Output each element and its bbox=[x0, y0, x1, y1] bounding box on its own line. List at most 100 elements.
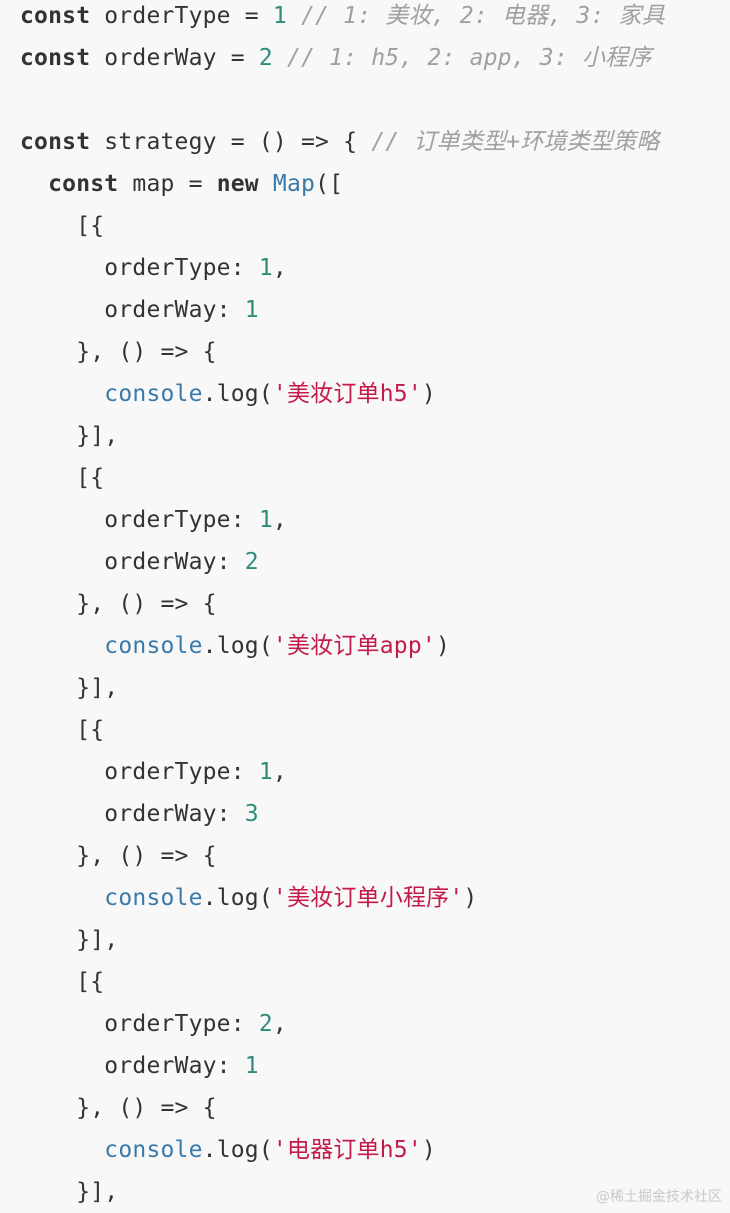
code-token-space bbox=[20, 213, 76, 239]
code-token-space bbox=[20, 1095, 76, 1121]
code-token-ident bbox=[287, 3, 301, 29]
code-token-builtin: console bbox=[104, 1137, 203, 1163]
code-line: }, () => { bbox=[20, 331, 217, 373]
code-token-space bbox=[20, 885, 104, 911]
code-token-ident: ) bbox=[421, 1137, 436, 1163]
code-token-ident: orderWay: bbox=[104, 1053, 245, 1079]
code-token-number: 2 bbox=[244, 549, 259, 575]
code-token-number: 2 bbox=[258, 45, 273, 71]
code-token-space bbox=[20, 843, 76, 869]
code-line: const strategy = () => { // 订单类型+环境类型策略 bbox=[20, 121, 659, 163]
code-token-ident bbox=[273, 45, 287, 71]
code-token-ident: .log( bbox=[202, 381, 273, 407]
code-token-space bbox=[20, 801, 104, 827]
code-token-space bbox=[20, 381, 104, 407]
code-token-ident: orderType: bbox=[104, 255, 259, 281]
code-token-comment: // 订单类型+环境类型策略 bbox=[371, 129, 660, 155]
code-token-space bbox=[20, 339, 76, 365]
code-token-builtin: console bbox=[104, 381, 203, 407]
code-token-space bbox=[20, 1053, 104, 1079]
code-line: [{ bbox=[20, 709, 104, 751]
code-line: }], bbox=[20, 415, 118, 457]
code-token-builtin: console bbox=[104, 633, 203, 659]
code-line: orderType: 1, bbox=[20, 247, 287, 289]
code-token-ident: .log( bbox=[202, 1137, 273, 1163]
code-token-space bbox=[20, 423, 76, 449]
code-line: orderWay: 2 bbox=[20, 541, 259, 583]
code-token-ident: strategy = () => { bbox=[90, 129, 372, 155]
code-token-ident: map = bbox=[118, 171, 217, 197]
code-token-string: '美妆订单小程序' bbox=[272, 885, 464, 911]
code-token-string: '电器订单h5' bbox=[272, 1137, 422, 1163]
code-token-ident: orderWay: bbox=[104, 549, 245, 575]
code-line: }, () => { bbox=[20, 835, 217, 877]
code-token-space bbox=[20, 297, 104, 323]
code-token-comment: // 1: h5, 2: app, 3: 小程序 bbox=[286, 45, 652, 71]
code-token-number: 1 bbox=[244, 1053, 259, 1079]
code-line: orderWay: 1 bbox=[20, 289, 259, 331]
code-token-space bbox=[20, 969, 76, 995]
code-token-space bbox=[20, 717, 76, 743]
code-token-keyword: const bbox=[20, 45, 91, 71]
code-token-ident bbox=[259, 171, 273, 197]
code-line: orderType: 1, bbox=[20, 751, 287, 793]
code-line: orderWay: 1 bbox=[20, 1045, 259, 1087]
code-token-ident: ) bbox=[435, 633, 450, 659]
code-line: }], bbox=[20, 919, 118, 961]
code-token-space bbox=[20, 633, 104, 659]
code-line: console.log('电器订单h5') bbox=[20, 1129, 436, 1171]
code-line: }], bbox=[20, 667, 118, 709]
code-token-space bbox=[20, 171, 48, 197]
code-token-comment: // 1: 美妆, 2: 电器, 3: 家具 bbox=[301, 3, 665, 29]
code-token-ident: [{ bbox=[76, 213, 105, 239]
code-token-ident: }], bbox=[76, 675, 119, 701]
code-line: orderType: 1, bbox=[20, 499, 287, 541]
code-token-number: 1 bbox=[258, 759, 273, 785]
code-token-ident: orderWay: bbox=[104, 801, 245, 827]
code-token-space bbox=[20, 591, 76, 617]
code-line: [{ bbox=[20, 961, 104, 1003]
code-token-space bbox=[20, 759, 104, 785]
code-token-space bbox=[20, 1137, 104, 1163]
code-token-ident: orderType: bbox=[104, 507, 259, 533]
code-token-space bbox=[20, 507, 104, 533]
code-token-ident: [{ bbox=[76, 465, 105, 491]
code-token-number: 1 bbox=[258, 507, 273, 533]
code-line: [{ bbox=[20, 457, 104, 499]
code-token-ident: , bbox=[272, 759, 287, 785]
code-token-string: '美妆订单app' bbox=[272, 633, 436, 659]
code-token-ident: , bbox=[272, 1011, 287, 1037]
code-line: console.log('美妆订单h5') bbox=[20, 373, 436, 415]
code-token-space bbox=[20, 927, 76, 953]
code-token-ident: }], bbox=[76, 927, 119, 953]
code-token-space bbox=[20, 465, 76, 491]
code-token-builtin: Map bbox=[272, 171, 316, 197]
code-token-ident: }, () => { bbox=[76, 591, 217, 617]
code-token-space bbox=[20, 549, 104, 575]
code-token-keyword: const bbox=[20, 3, 91, 29]
code-line: }], bbox=[20, 1171, 118, 1213]
code-token-number: 2 bbox=[258, 1011, 273, 1037]
code-line: console.log('美妆订单小程序') bbox=[20, 877, 477, 919]
code-token-ident: ) bbox=[463, 885, 478, 911]
code-line: orderType: 2, bbox=[20, 1003, 287, 1045]
code-token-space bbox=[20, 255, 104, 281]
code-line: }, () => { bbox=[20, 1087, 217, 1129]
code-token-ident: [{ bbox=[76, 717, 105, 743]
code-token-ident: }, () => { bbox=[76, 843, 217, 869]
code-token-keyword: const bbox=[20, 129, 91, 155]
code-token-number: 1 bbox=[258, 255, 273, 281]
code-line: const orderWay = 2 // 1: h5, 2: app, 3: … bbox=[20, 37, 652, 79]
code-line: const orderType = 1 // 1: 美妆, 2: 电器, 3: … bbox=[20, 0, 665, 37]
code-token-ident: ) bbox=[421, 381, 436, 407]
code-token-ident: orderWay: bbox=[104, 297, 245, 323]
code-token-ident: orderWay = bbox=[90, 45, 259, 71]
code-token-number: 3 bbox=[244, 801, 259, 827]
code-token-space bbox=[20, 1179, 76, 1205]
code-line: }, () => { bbox=[20, 583, 217, 625]
code-line: console.log('美妆订单app') bbox=[20, 625, 450, 667]
code-token-number: 1 bbox=[272, 3, 287, 29]
code-token-keyword: const bbox=[48, 171, 119, 197]
code-token-ident: .log( bbox=[202, 633, 273, 659]
code-token-ident: orderType = bbox=[90, 3, 273, 29]
